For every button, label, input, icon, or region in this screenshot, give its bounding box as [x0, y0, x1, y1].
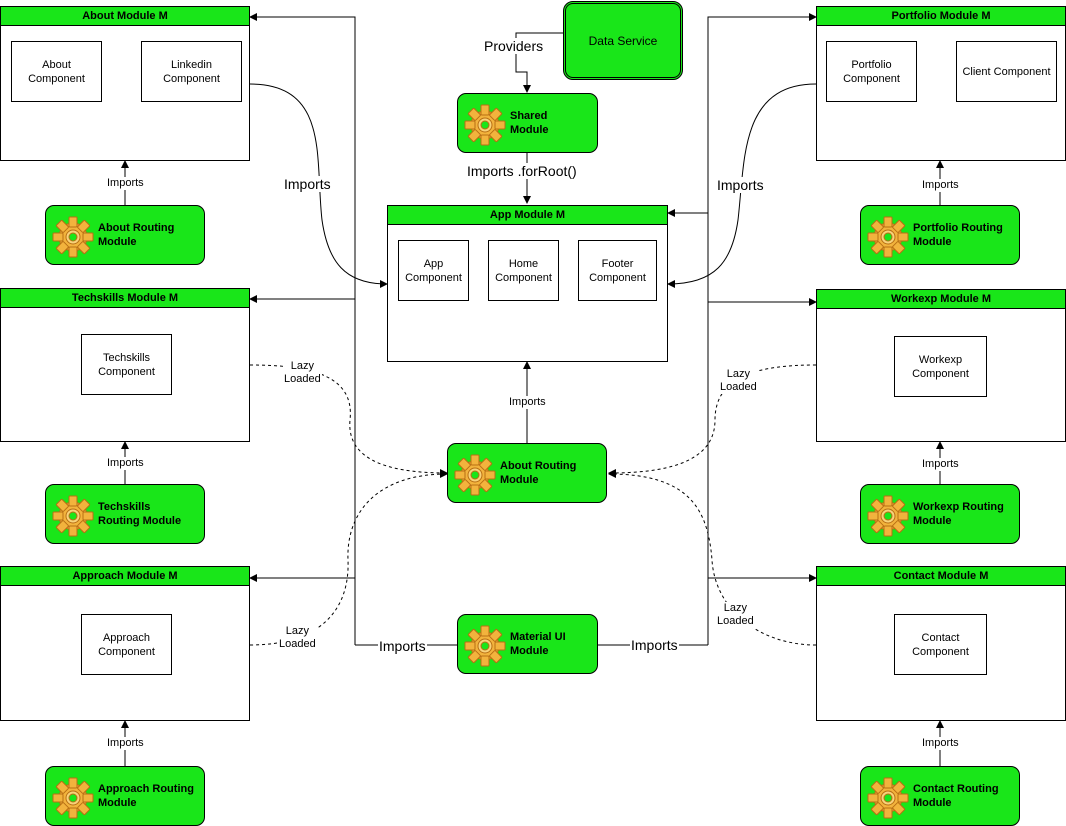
workexp-routing-module-label: Workexp Routing Module: [913, 501, 1004, 527]
portfolio-module: Portfolio Module M Portfolio Component C…: [816, 6, 1066, 161]
about-routing-module-center-label: About Routing Module: [500, 460, 577, 486]
gear-icon: [867, 495, 909, 537]
about-routing-module-center: About Routing Module: [447, 443, 607, 503]
gear-icon: [52, 777, 94, 819]
shared-module-label: Shared Module: [510, 110, 549, 136]
imports-forroot-label: Imports .forRoot(): [466, 163, 578, 179]
gear-icon: [454, 454, 496, 496]
about-module: About Module M About Component Linkedin …: [0, 6, 250, 161]
gear-icon: [464, 104, 506, 146]
about-module-title: About Module M: [1, 7, 249, 26]
approach-module: Approach Module M Approach Component: [0, 566, 250, 721]
contact-module-title: Contact Module M: [817, 567, 1065, 586]
techskills-module: Techskills Module M Techskills Component: [0, 288, 250, 442]
client-component: Client Component: [956, 41, 1057, 102]
imports-techskills-label: Imports: [106, 457, 145, 470]
techskills-routing-module-label: Techskills Routing Module: [98, 501, 182, 527]
gear-icon: [867, 216, 909, 258]
imports-contact-label: Imports: [921, 737, 960, 750]
material-imports-left-label: Imports: [378, 638, 427, 654]
footer-component: Footer Component: [578, 240, 657, 301]
contact-routing-module-label: Contact Routing Module: [913, 783, 999, 809]
about-routing-module-left-label: About Routing Module: [98, 222, 175, 248]
linkedin-component: Linkedin Component: [141, 41, 242, 102]
app-module-title: App Module M: [388, 206, 667, 225]
lazy-loaded-contact-label: Lazy Loaded: [716, 602, 755, 628]
gear-icon: [52, 216, 94, 258]
imports-portfolio-to-app-label: Imports: [716, 177, 765, 193]
portfolio-routing-module: Portfolio Routing Module: [860, 205, 1020, 265]
workexp-component: Workexp Component: [894, 336, 987, 397]
gear-icon: [867, 777, 909, 819]
contact-component: Contact Component: [894, 614, 987, 675]
data-service: Data Service: [563, 1, 683, 80]
approach-routing-module: Approach Routing Module: [45, 766, 205, 826]
imports-about-label: Imports: [106, 177, 145, 190]
imports-workexp-label: Imports: [921, 458, 960, 471]
portfolio-routing-module-label: Portfolio Routing Module: [913, 222, 1003, 248]
workexp-module: Workexp Module M Workexp Component: [816, 289, 1066, 442]
approach-component: Approach Component: [81, 614, 172, 675]
shared-module: Shared Module: [457, 93, 598, 153]
imports-portfolio-label: Imports: [921, 179, 960, 192]
material-imports-right-label: Imports: [630, 637, 679, 653]
app-module: App Module M App Component Home Componen…: [387, 205, 668, 362]
techskills-routing-module: Techskills Routing Module: [45, 484, 205, 544]
providers-label: Providers: [483, 38, 545, 54]
workexp-routing-module: Workexp Routing Module: [860, 484, 1020, 544]
portfolio-component: Portfolio Component: [826, 41, 917, 102]
portfolio-module-title: Portfolio Module M: [817, 7, 1065, 26]
home-component: Home Component: [488, 240, 559, 301]
contact-routing-module: Contact Routing Module: [860, 766, 1020, 826]
app-component: App Component: [398, 240, 469, 301]
gear-icon: [464, 625, 506, 667]
about-component: About Component: [11, 41, 102, 102]
techskills-component: Techskills Component: [81, 334, 172, 395]
approach-module-title: Approach Module M: [1, 567, 249, 586]
imports-approach-label: Imports: [106, 737, 145, 750]
workexp-module-title: Workexp Module M: [817, 290, 1065, 309]
contact-module: Contact Module M Contact Component: [816, 566, 1066, 721]
lazy-loaded-workexp-label: Lazy Loaded: [719, 368, 758, 394]
material-ui-module: Material UI Module: [457, 614, 598, 674]
techskills-module-title: Techskills Module M: [1, 289, 249, 308]
imports-about-to-app-label: Imports: [283, 176, 332, 192]
lazy-loaded-approach-label: Lazy Loaded: [278, 625, 317, 651]
imports-routing-to-app-label: Imports: [508, 396, 547, 409]
gear-icon: [52, 495, 94, 537]
lazy-loaded-techskills-label: Lazy Loaded: [283, 360, 322, 386]
about-routing-module-left: About Routing Module: [45, 205, 205, 265]
approach-routing-module-label: Approach Routing Module: [98, 783, 194, 809]
material-ui-module-label: Material UI Module: [510, 631, 566, 657]
